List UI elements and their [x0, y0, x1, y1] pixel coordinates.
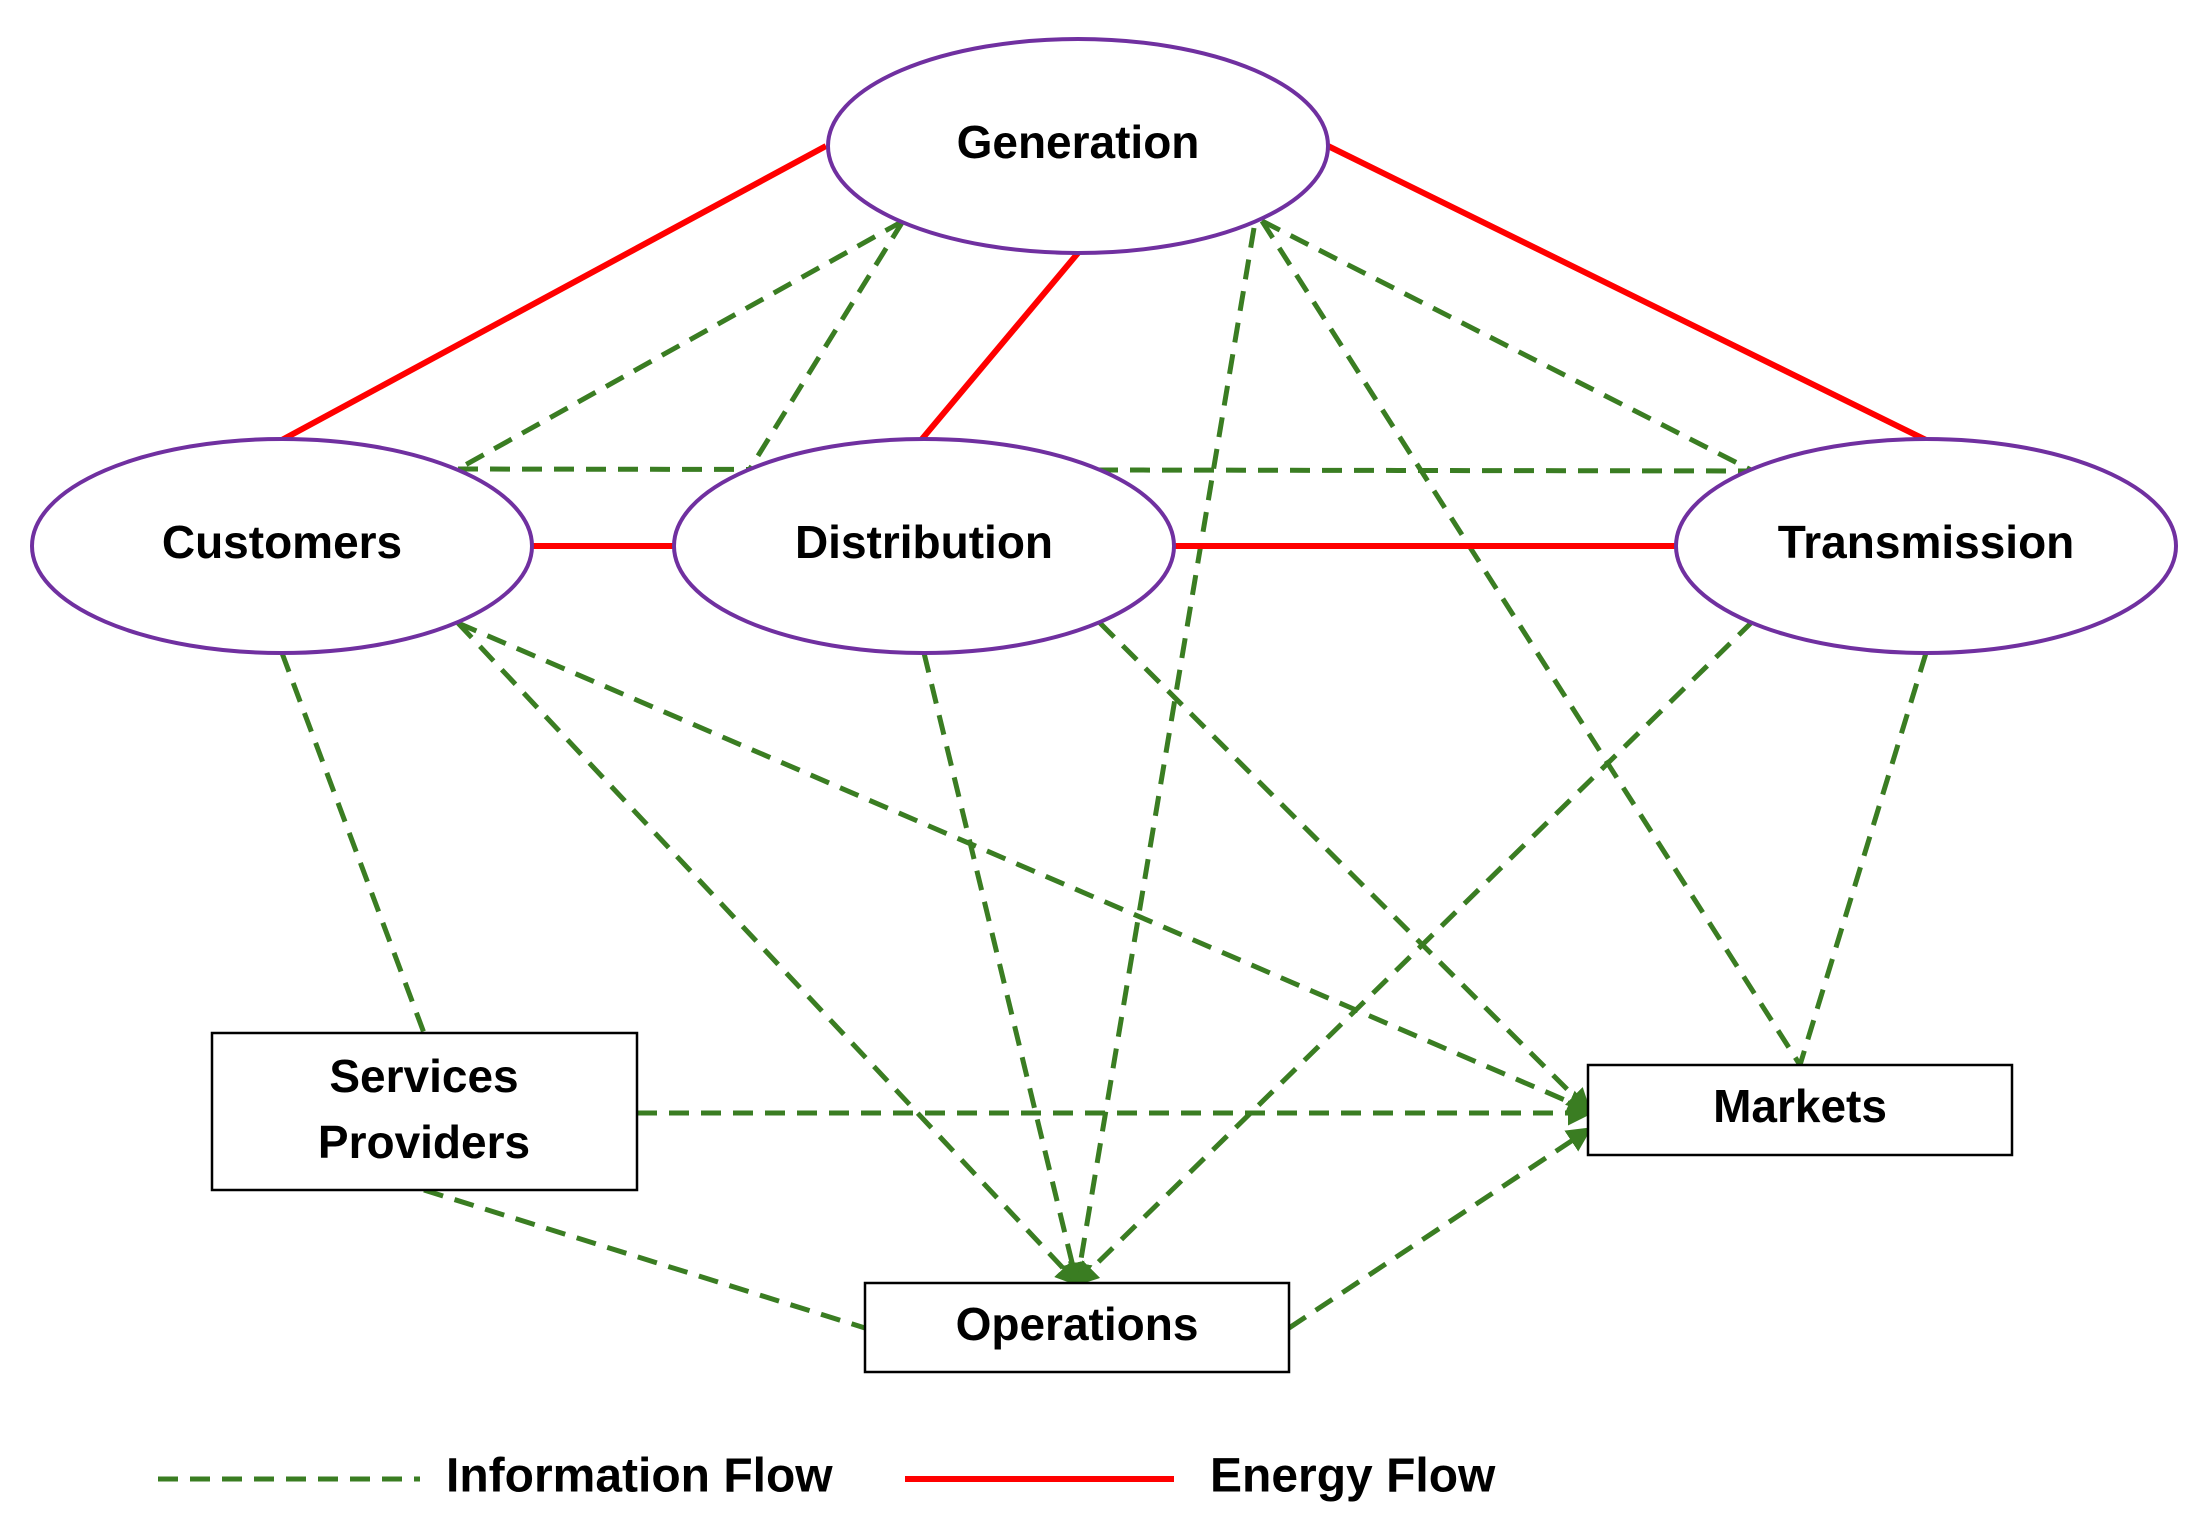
energy-flow-lines: [278, 143, 1930, 549]
services-providers-label-line1: Services: [329, 1050, 518, 1102]
information-flow-services-providers-to-operations: [423, 1187, 866, 1331]
transmission-ellipse: [1674, 437, 2178, 655]
information-flow-customers-to-services-providers: [279, 652, 427, 1034]
services-providers-box: [210, 1031, 639, 1192]
markets-box: [1586, 1063, 2014, 1157]
node-transmission: Transmission: [1674, 437, 2178, 655]
legend: Information Flow Energy Flow: [158, 1450, 1496, 1503]
information-flow-customers-to-operations: [456, 621, 1081, 1287]
information-flow-distribution-to-markets: [1098, 621, 1592, 1114]
energy-flow-generation-to-customers: [278, 143, 828, 444]
legend-information-flow-label: Information Flow: [446, 1450, 833, 1503]
information-flow-generation-to-operations: [1067, 227, 1257, 1288]
distribution-ellipse: [672, 437, 1176, 655]
information-flow-customers-to-markets: [457, 620, 1593, 1114]
operations-box: [863, 1281, 1291, 1374]
operations-label: Operations: [956, 1298, 1199, 1350]
generation-label: Generation: [957, 116, 1200, 168]
transmission-label: Transmission: [1778, 516, 2075, 568]
information-flow-transmission-to-markets: [1797, 652, 1929, 1066]
generation-ellipse: [826, 37, 1330, 255]
information-flow-distribution-to-operations: [921, 652, 1085, 1288]
energy-flow-generation-to-transmission: [1326, 143, 1930, 444]
information-flow-generation-to-customers: [456, 218, 905, 472]
information-flow-generation-to-markets: [1259, 219, 1803, 1067]
information-flow-generation-to-distribution: [745, 219, 906, 474]
customers-label: Customers: [162, 516, 402, 568]
customers-ellipse: [30, 437, 534, 655]
information-flow-transmission-to-operations: [1073, 619, 1755, 1287]
node-generation: Generation: [826, 37, 1330, 255]
information-flow-generation-to-transmission: [1260, 218, 1755, 474]
information-flow-operations-to-markets: [1287, 1127, 1593, 1331]
node-customers: Customers: [30, 437, 534, 655]
information-flow-customers-to-transmission: [457, 466, 1754, 474]
distribution-label: Distribution: [795, 516, 1053, 568]
energy-flow-generation-to-distribution: [919, 251, 1081, 441]
legend-energy-flow-label: Energy Flow: [1210, 1450, 1496, 1503]
markets-label: Markets: [1713, 1080, 1887, 1132]
node-markets: Markets: [1586, 1063, 2014, 1157]
node-distribution: Distribution: [672, 437, 1176, 655]
information-flow-lines: [279, 218, 1929, 1331]
node-services-providers: Services Providers: [210, 1031, 639, 1192]
node-operations: Operations: [863, 1281, 1291, 1374]
services-providers-label-line2: Providers: [318, 1116, 530, 1168]
